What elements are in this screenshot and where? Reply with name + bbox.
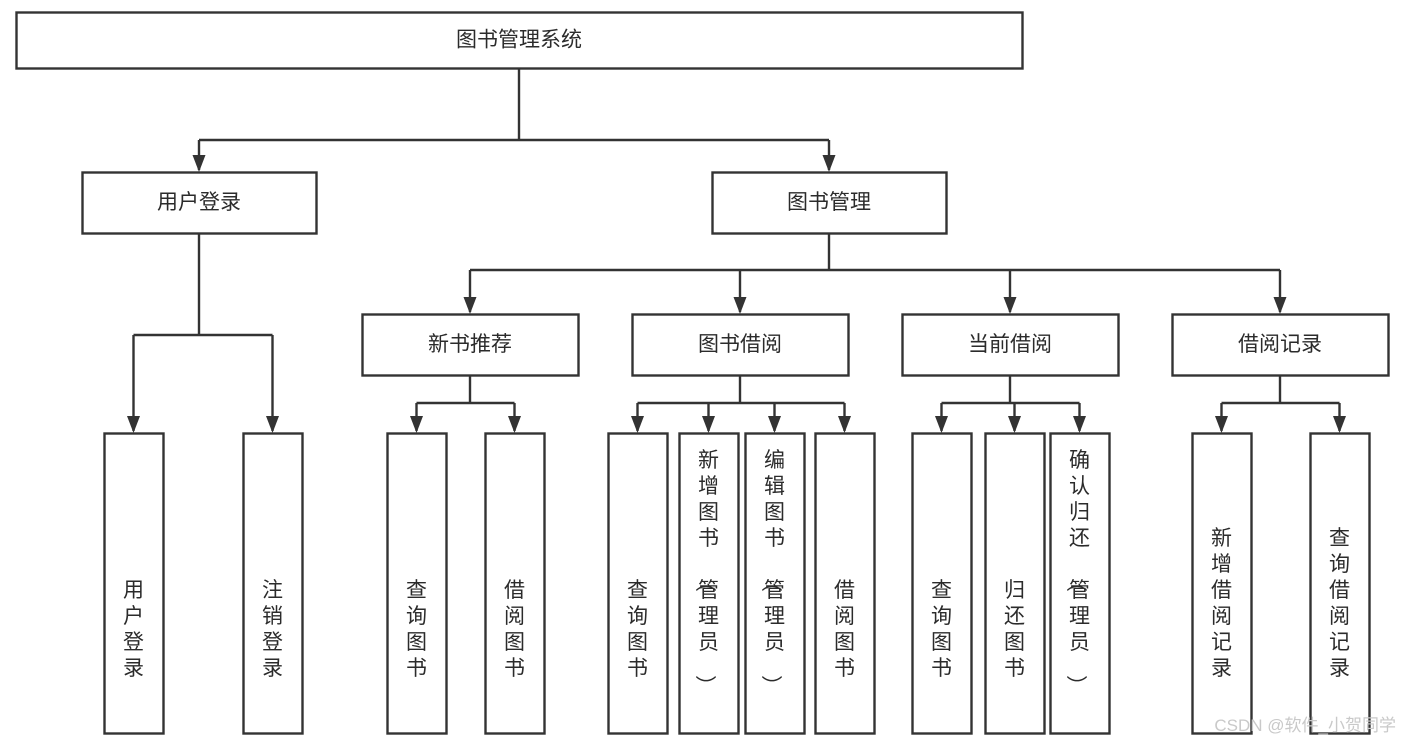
- arrow-level3: [733, 297, 747, 314]
- node-box[interactable]: [103, 432, 165, 735]
- node-label: 借阅图书: [834, 579, 855, 680]
- arrow-leaf: [631, 416, 644, 433]
- arrow-leaf: [1008, 416, 1021, 433]
- arrow-leaf: [266, 416, 279, 433]
- node-leaf: 确认归还（管理员）: [1049, 432, 1111, 735]
- node-label: 图书管理: [787, 191, 871, 214]
- node-level3: 当前借阅: [901, 313, 1120, 377]
- node-leaf: 归还图书: [984, 432, 1046, 735]
- node-leaf: 编辑图书（管理员）: [744, 432, 806, 735]
- node-leaf: 借阅图书: [814, 432, 876, 735]
- node-label: 查询图书: [627, 579, 648, 680]
- node-box[interactable]: [1309, 432, 1371, 735]
- node-box[interactable]: [386, 432, 448, 735]
- arrow-leaf: [702, 416, 715, 433]
- node-label: 确认归还（管理员）: [1064, 449, 1090, 696]
- node-leaf: 借阅图书: [484, 432, 546, 735]
- node-box[interactable]: [814, 432, 876, 735]
- watermark-label: CSDN @软件_小贺同学: [1214, 716, 1396, 735]
- node-box[interactable]: [1171, 313, 1390, 377]
- node-label: 新书推荐: [428, 333, 512, 356]
- arrow-leaf: [508, 416, 521, 433]
- node-box[interactable]: [607, 432, 669, 735]
- node-label: 借阅图书: [504, 579, 525, 680]
- node-label: 图书借阅: [698, 333, 782, 356]
- arrow-leaf: [1333, 416, 1346, 433]
- arrow-level3: [1273, 297, 1287, 314]
- arrow-level3: [1003, 297, 1017, 314]
- arrow-leaf: [127, 416, 140, 433]
- arrow-leaf: [1215, 416, 1228, 433]
- node-leaf: 注销登录: [242, 432, 304, 735]
- node-leaf: 新增图书（管理员）: [678, 432, 740, 735]
- node-label: 用户登录: [157, 191, 241, 214]
- node-box[interactable]: [901, 313, 1120, 377]
- arrow-leaf: [410, 416, 423, 433]
- node-label: 新增图书（管理员）: [693, 449, 719, 696]
- node-label: 当前借阅: [968, 333, 1052, 356]
- arrow-leaf: [768, 416, 781, 433]
- node-box[interactable]: [678, 432, 740, 735]
- node-label: 新增借阅记录: [1211, 527, 1232, 680]
- arrow-level3: [463, 297, 477, 314]
- node-box[interactable]: [361, 313, 580, 377]
- node-root: 图书管理系统: [15, 11, 1024, 70]
- node-leaf: 用户登录: [103, 432, 165, 735]
- node-box[interactable]: [242, 432, 304, 735]
- node-box[interactable]: [711, 171, 948, 235]
- node-box[interactable]: [631, 313, 850, 377]
- node-label: 编辑图书（管理员）: [759, 449, 785, 696]
- arrow-level2: [822, 155, 836, 172]
- arrow-level2: [192, 155, 206, 172]
- node-label: 归还图书: [1004, 579, 1025, 680]
- node-level3: 图书借阅: [631, 313, 850, 377]
- node-box[interactable]: [744, 432, 806, 735]
- node-label: 查询图书: [931, 579, 952, 680]
- node-label: 注销登录: [262, 579, 283, 680]
- node-leaf: 查询借阅记录: [1309, 432, 1371, 735]
- node-label: 查询图书: [406, 579, 427, 680]
- node-label: 借阅记录: [1238, 333, 1322, 356]
- node-leaf: 新增借阅记录: [1191, 432, 1253, 735]
- node-leaf: 查询图书: [607, 432, 669, 735]
- node-box[interactable]: [15, 11, 1024, 70]
- node-level3: 新书推荐: [361, 313, 580, 377]
- node-leaf: 查询图书: [911, 432, 973, 735]
- node-level2: 图书管理: [711, 171, 948, 235]
- node-label: 用户登录: [123, 579, 144, 680]
- node-box[interactable]: [1191, 432, 1253, 735]
- node-box[interactable]: [984, 432, 1046, 735]
- node-label: 查询借阅记录: [1329, 527, 1350, 680]
- node-box[interactable]: [1049, 432, 1111, 735]
- node-level2: 用户登录: [81, 171, 318, 235]
- arrow-leaf: [935, 416, 948, 433]
- node-label: 图书管理系统: [456, 29, 582, 52]
- node-leaf: 查询图书: [386, 432, 448, 735]
- node-level3: 借阅记录: [1171, 313, 1390, 377]
- node-box[interactable]: [911, 432, 973, 735]
- node-box[interactable]: [81, 171, 318, 235]
- arrow-leaf: [838, 416, 851, 433]
- node-box[interactable]: [484, 432, 546, 735]
- arrow-leaf: [1073, 416, 1086, 433]
